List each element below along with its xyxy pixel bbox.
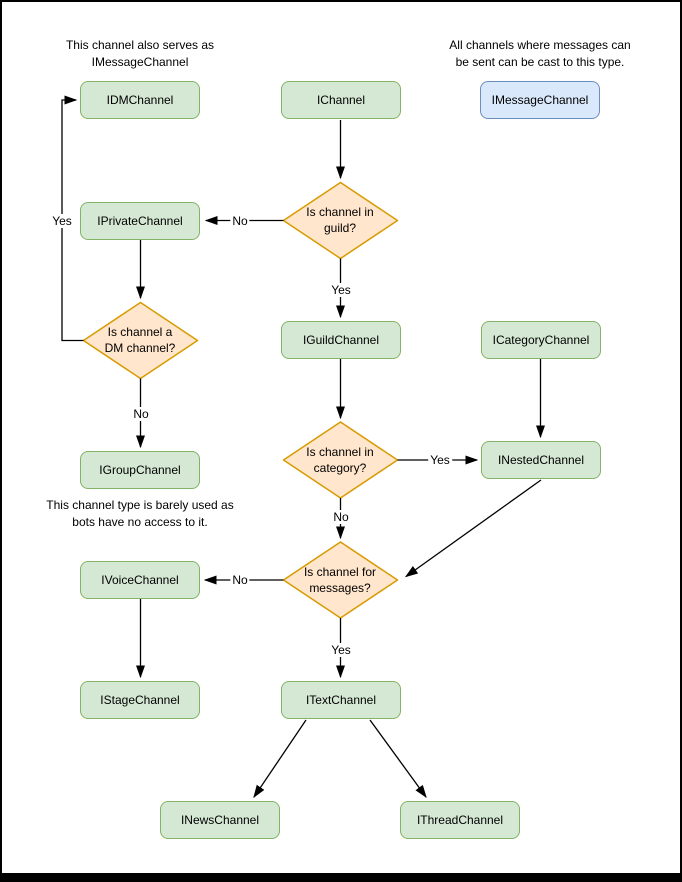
note-line: IMessageChannel	[91, 55, 189, 69]
edge-inested-to-messages-decision	[404, 479, 542, 578]
node-label: IMessageChannel	[491, 93, 589, 107]
node-idmchannel: IDMChannel	[80, 81, 200, 119]
node-ichannel: IChannel	[281, 81, 401, 119]
note-igroup-barely-used: This channel type is barely used as bots…	[46, 497, 233, 531]
edge-label-category-yes: Yes	[428, 453, 452, 467]
decision-line: Is channel a	[107, 325, 173, 339]
edge-label-messages-yes: Yes	[329, 643, 353, 657]
decision-label-is-dm: Is channel a DM channel?	[85, 324, 195, 356]
decision-line: messages?	[309, 581, 371, 595]
node-imessagechannel: IMessageChannel	[480, 81, 600, 119]
decision-shape-for-messages	[282, 541, 399, 619]
decision-line: Is channel in	[306, 205, 374, 219]
decision-label-for-messages: Is channel for messages?	[285, 564, 395, 596]
node-inewschannel: INewsChannel	[160, 801, 280, 839]
node-iprivatechannel: IPrivateChannel	[80, 202, 200, 240]
node-igroupchannel: IGroupChannel	[80, 451, 200, 489]
note-line: be sent can be cast to this type.	[455, 55, 625, 69]
node-ithreadchannel: IThreadChannel	[400, 801, 520, 839]
edge-itext-to-ithread	[369, 719, 427, 799]
edge-label-category-no: No	[331, 510, 351, 524]
decision-shape-is-dm	[82, 301, 199, 380]
node-label: IStageChannel	[100, 693, 180, 707]
node-label: IDMChannel	[106, 93, 174, 107]
node-label: IVoiceChannel	[101, 573, 179, 587]
node-label: IGuildChannel	[302, 333, 380, 347]
node-label: IPrivateChannel	[97, 214, 183, 228]
node-label: IGroupChannel	[99, 463, 181, 477]
bottom-black-bar	[0, 873, 682, 882]
edge-label-dm-yes: Yes	[50, 214, 74, 228]
note-imessage-cast: All channels where messages can be sent …	[449, 37, 630, 71]
node-label: ICategoryChannel	[492, 333, 590, 347]
node-inestedchannel: INestedChannel	[481, 441, 601, 479]
decision-label-in-category: Is channel in category?	[285, 444, 395, 476]
edge-label-guild-no: No	[230, 214, 250, 228]
node-label: ITextChannel	[305, 693, 377, 707]
note-line: bots have no access to it.	[72, 515, 208, 529]
decision-shape-in-guild	[282, 181, 399, 260]
node-itextchannel: ITextChannel	[281, 681, 401, 719]
decision-line: DM channel?	[104, 341, 176, 355]
edge-label-messages-no: No	[230, 573, 250, 587]
node-ivoicechannel: IVoiceChannel	[80, 561, 200, 599]
edge-itext-to-inews	[253, 719, 307, 799]
note-line: All channels where messages can	[449, 38, 631, 52]
decision-line: category?	[313, 461, 367, 475]
note-line: This channel also serves as	[65, 38, 215, 52]
node-label: INewsChannel	[180, 813, 260, 827]
note-line: This channel type is barely used as	[46, 498, 234, 512]
node-label: IChannel	[316, 93, 366, 107]
node-iguildchannel: IGuildChannel	[281, 321, 401, 359]
note-idm-serves-imessage: This channel also serves as IMessageChan…	[66, 37, 214, 71]
node-icategorychannel: ICategoryChannel	[481, 321, 601, 359]
node-istagechannel: IStageChannel	[80, 681, 200, 719]
decision-line: Is channel in	[306, 445, 374, 459]
decision-label-in-guild: Is channel in guild?	[285, 204, 395, 236]
decision-line: guild?	[323, 221, 357, 235]
edge-label-dm-no: No	[131, 407, 151, 421]
edge-label-guild-yes: Yes	[329, 283, 353, 297]
node-label: IThreadChannel	[416, 813, 504, 827]
decision-line: Is channel for	[303, 565, 377, 579]
node-label: INestedChannel	[497, 453, 585, 467]
